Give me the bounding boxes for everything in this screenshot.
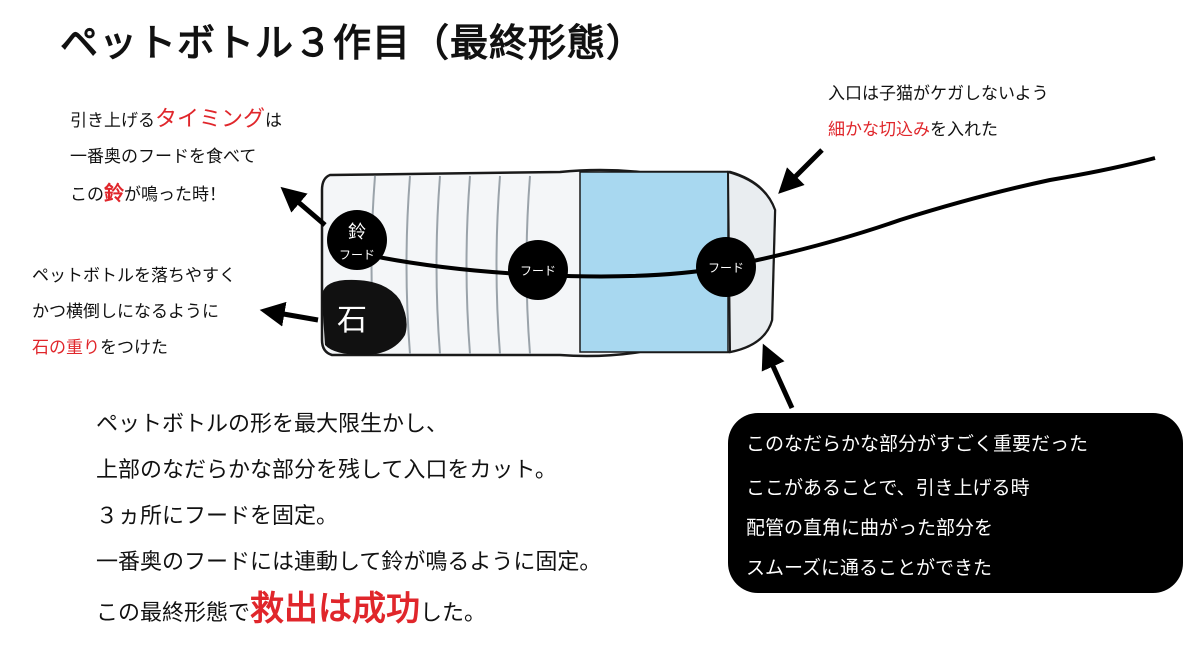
arrow-to-stone	[259, 301, 319, 327]
hood-marker-front	[696, 237, 756, 297]
note-entrance-line2: 細かな切込みを入れた	[828, 120, 998, 140]
note-stone: ペットボトルを落ちやすく かつ横倒しになるように 石の重りをつけた	[32, 258, 236, 366]
note-stone-line1: ペットボトルを落ちやすく	[32, 266, 236, 286]
callout-line4: スムーズに通ることができた	[746, 557, 993, 579]
note-timing-line3: この鈴が鳴った時！	[70, 181, 226, 205]
string-cord	[344, 156, 1156, 279]
bell-label: 鈴	[348, 222, 366, 243]
stone-weight	[321, 279, 407, 356]
note-stone-line3: 石の重りをつけた	[32, 338, 168, 358]
description: ペットボトルの形を最大限生かし、 上部のなだらかな部分を残して入口をカット。 ３…	[96, 402, 601, 637]
bell-hood-label: フード	[339, 248, 375, 262]
callout-box: このなだらかな部分がすごく重要だった ここがあることで、引き上げる時 配管の直角…	[728, 413, 1183, 593]
hood-marker-middle	[508, 240, 568, 300]
note-stone-line2: かつ横倒しになるように	[32, 302, 219, 322]
arrow-to-bell	[280, 186, 327, 227]
callout-line3: 配管の直角に曲がった部分を	[746, 517, 994, 539]
callout-line1: このなだらかな部分がすごく重要だった	[746, 433, 1089, 455]
bell-hood-marker	[327, 210, 387, 270]
page-title: ペットボトル３作目（最終形態）	[60, 21, 646, 65]
description-line3: ３ヵ所にフードを固定。	[96, 504, 339, 529]
note-timing-line1: 引き上げるタイミングは	[70, 107, 283, 132]
arrow-to-slope	[761, 343, 795, 410]
stone-label: 石	[337, 303, 367, 338]
description-line4: 一番奥のフードには連動して鈴が鳴るように固定。	[96, 550, 602, 575]
note-entrance-line1: 入口は子猫がケガしないよう	[828, 84, 1049, 104]
description-line5: この最終形態で救出は成功した。	[96, 589, 487, 629]
note-timing-line2: 一番奥のフードを食べて	[70, 147, 257, 167]
note-entrance: 入口は子猫がケガしないよう 細かな切込みを入れた	[828, 76, 1049, 148]
note-timing: 引き上げるタイミングは 一番奥のフードを食べて この鈴が鳴った時！	[70, 102, 282, 213]
arrow-to-entrance	[778, 148, 824, 194]
description-line2: 上部のなだらかな部分を残して入口をカット。	[96, 458, 557, 483]
hood-label-middle: フード	[520, 264, 556, 278]
description-line1: ペットボトルの形を最大限生かし、	[96, 412, 449, 437]
callout-line2: ここがあることで、引き上げる時	[746, 477, 1030, 499]
hood-label-front: フード	[708, 261, 744, 275]
